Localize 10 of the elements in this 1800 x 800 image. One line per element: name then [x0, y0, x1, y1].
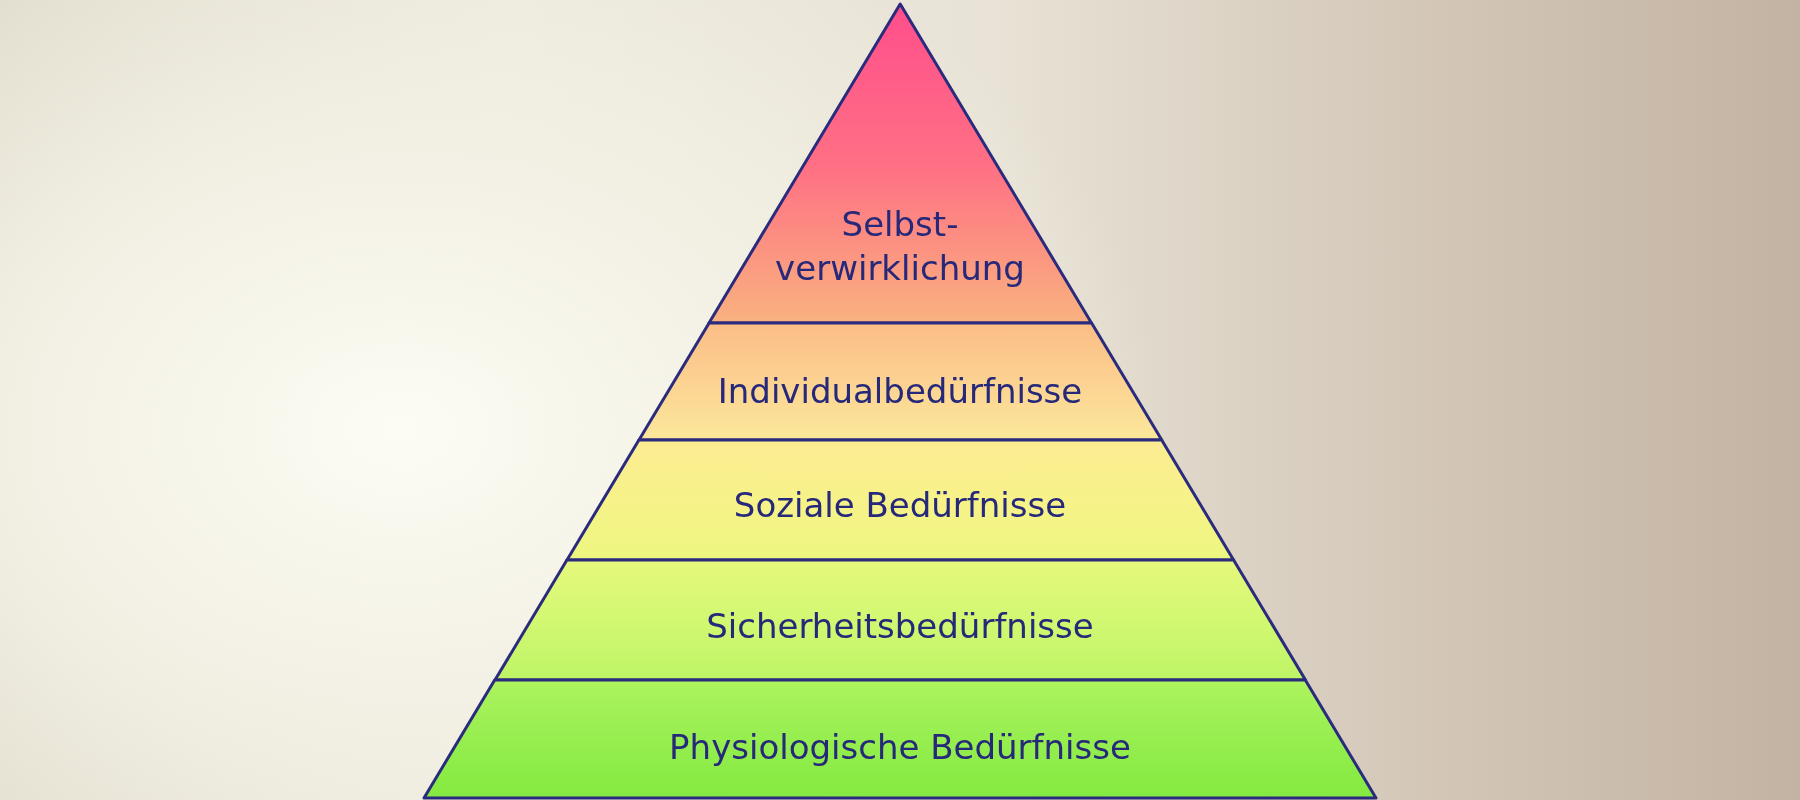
tier-label: Physiologische Bedürfnisse — [669, 725, 1131, 769]
tier-label: Sicherheitsbedürfnisse — [706, 604, 1094, 648]
tier-label: Selbst- verwirklichung — [775, 202, 1025, 290]
pyramid-tier — [422, 678, 1378, 800]
pyramid-top-triangle — [706, 2, 1094, 325]
pyramid-tier — [636, 321, 1164, 442]
tier-label: Soziale Bedürfnisse — [733, 483, 1067, 527]
tier-label: Individualbedürfnisse — [717, 369, 1083, 413]
pyramid-tier — [492, 558, 1308, 682]
pyramid-tier — [564, 438, 1236, 562]
